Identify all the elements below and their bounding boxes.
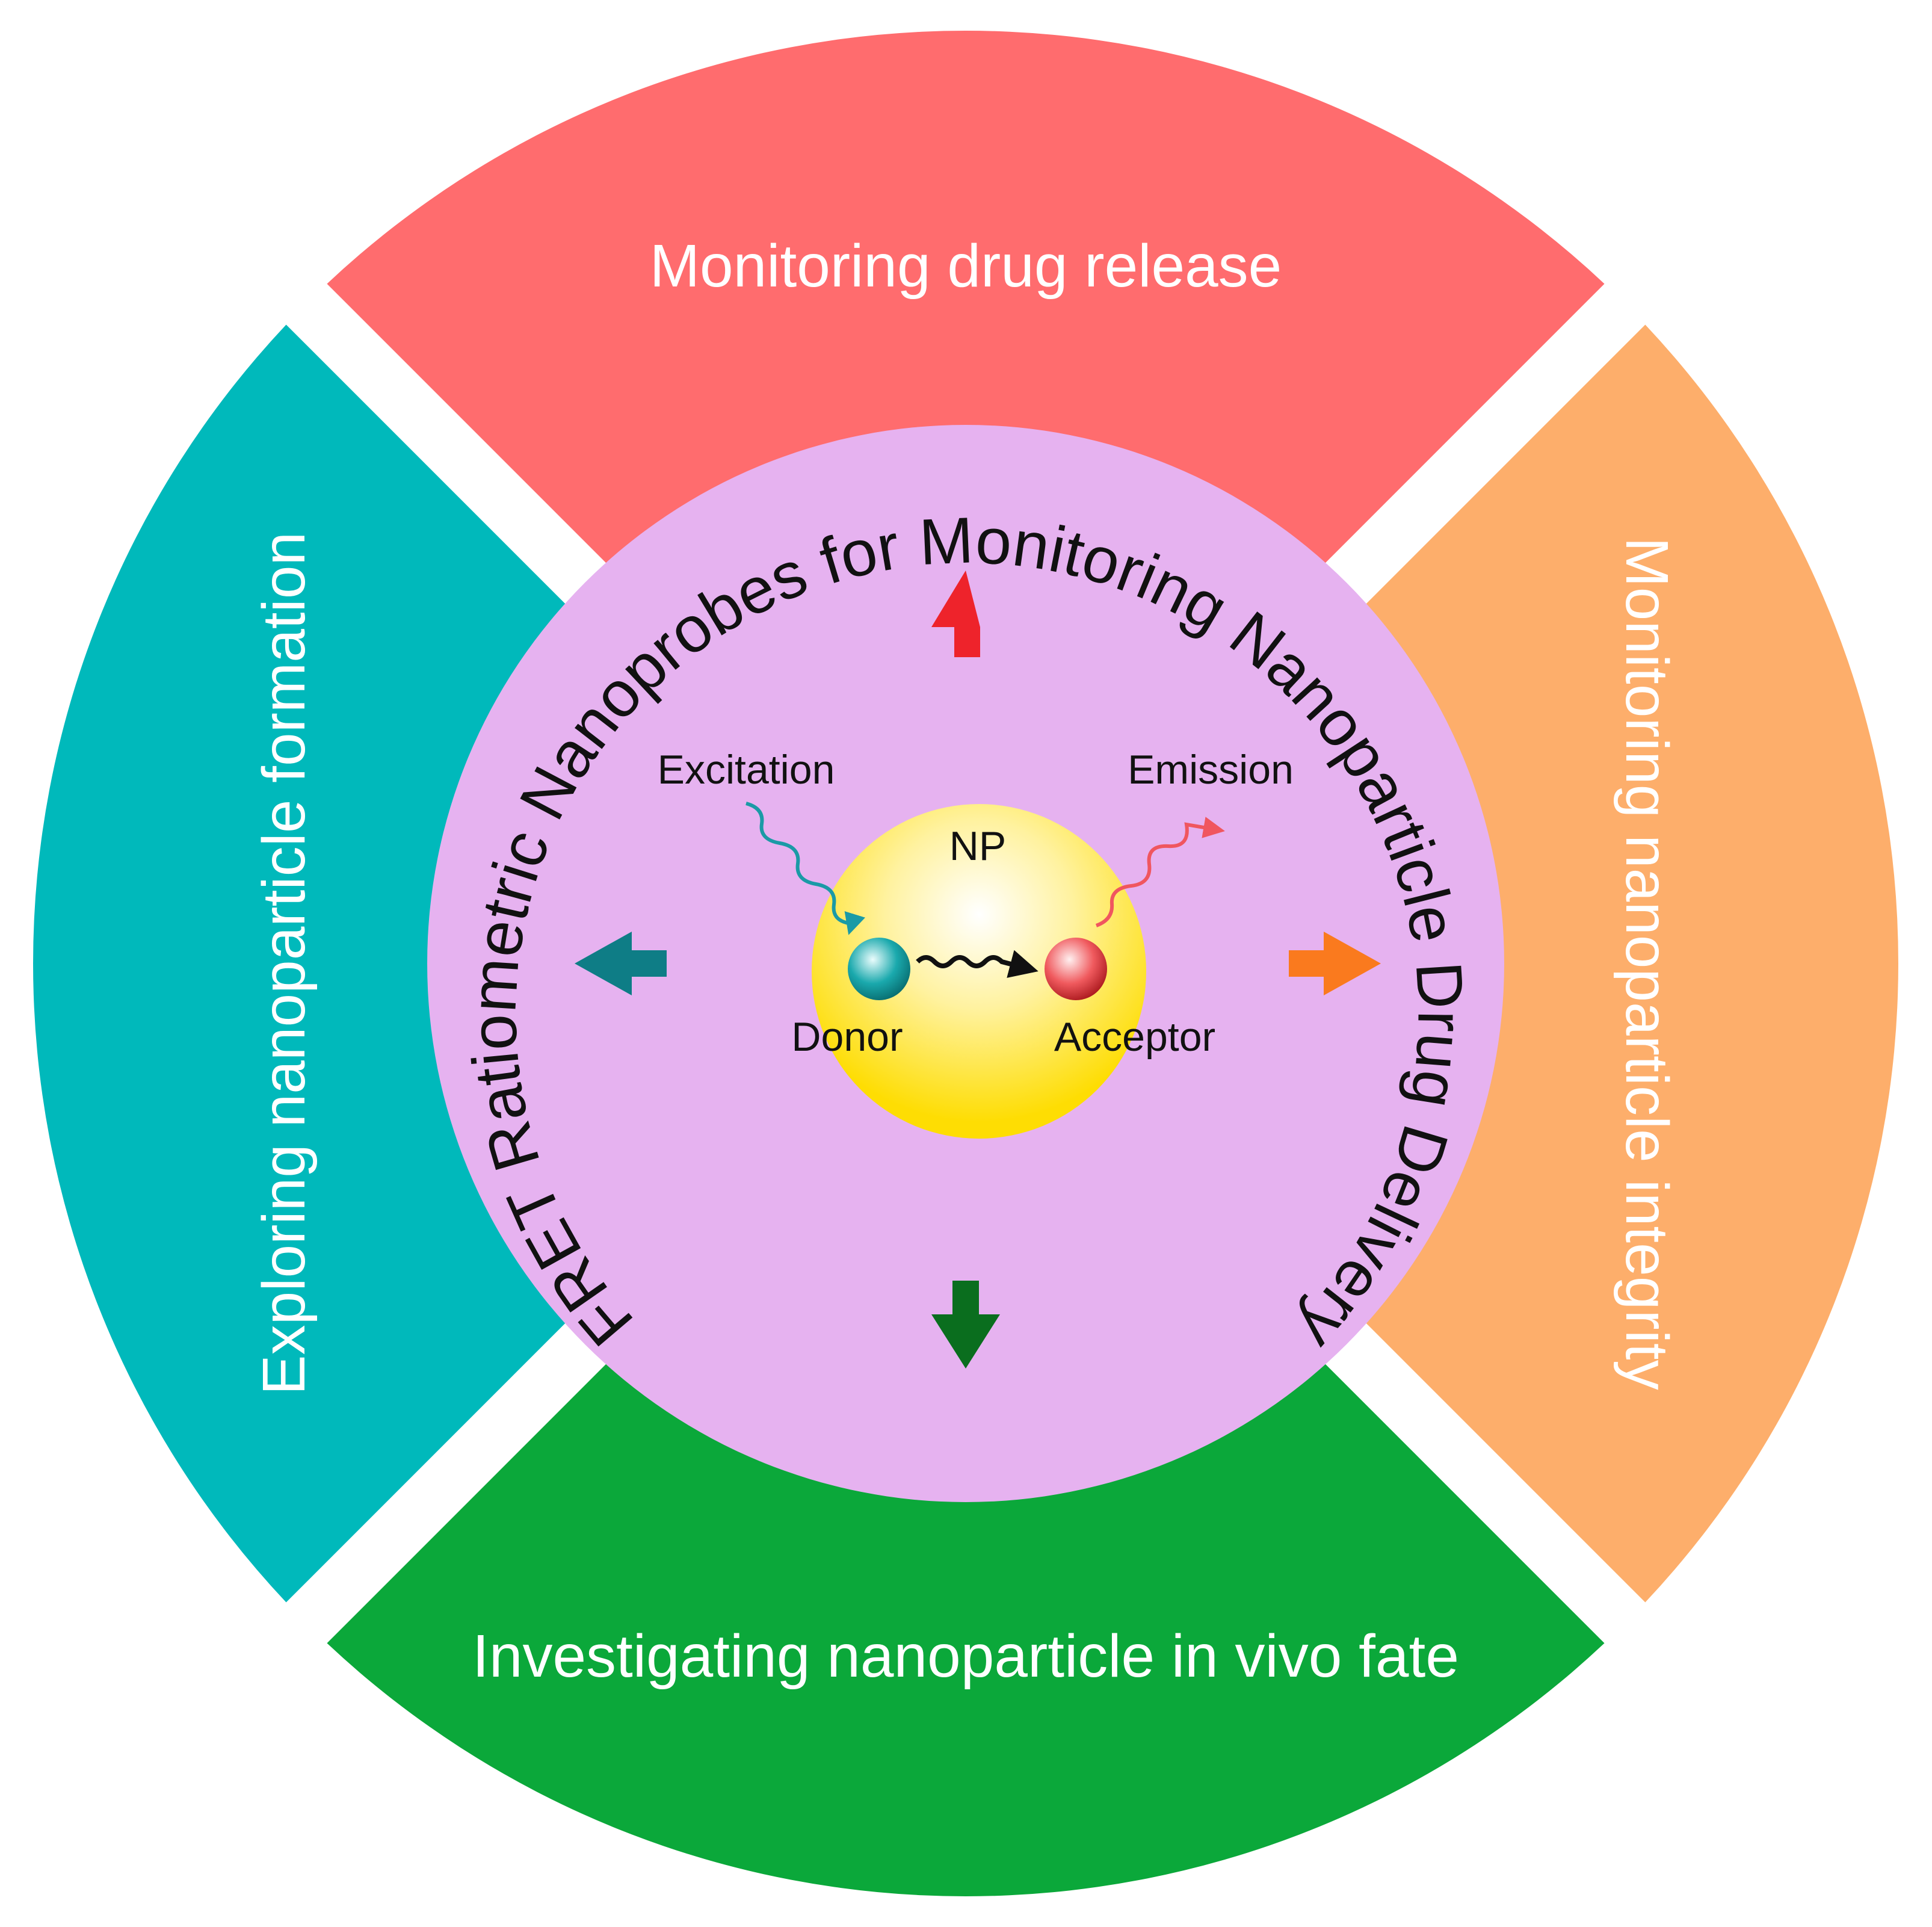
- emission-label: Emission: [1128, 747, 1294, 793]
- arrow-up-top: [931, 571, 1004, 657]
- segment-left: [32, 324, 574, 1603]
- acceptor-label: Acceptor: [1054, 1014, 1215, 1060]
- nanoparticle: [812, 804, 1146, 1139]
- donor-sphere: [848, 938, 910, 1000]
- arrow-down-bottom: [931, 1281, 1000, 1369]
- segment-right-label: Monitoring nanoparticle integrity: [1613, 537, 1680, 1390]
- acceptor-sphere: [1045, 938, 1107, 1000]
- segment-left-label: Exploring nanoparticle formation: [250, 532, 318, 1395]
- segment-bottom-label: Investigating nanoparticle in vivo fate: [472, 1622, 1459, 1690]
- segment-right: [1357, 324, 1898, 1603]
- excitation-label: Excitation: [658, 747, 835, 793]
- emission-arrow: [1095, 817, 1225, 927]
- segment-top: [327, 30, 1605, 572]
- np-label: NP: [949, 823, 1006, 869]
- segment-top-label: Monitoring drug release: [650, 232, 1282, 300]
- segment-bottom: [327, 1355, 1605, 1896]
- donor-label: Donor: [791, 1014, 903, 1060]
- arrow-left-left: [575, 932, 667, 995]
- arrow-right-right: [1289, 932, 1381, 995]
- fret-transfer-arrow: [916, 950, 1039, 978]
- excitation-arrow: [745, 802, 866, 935]
